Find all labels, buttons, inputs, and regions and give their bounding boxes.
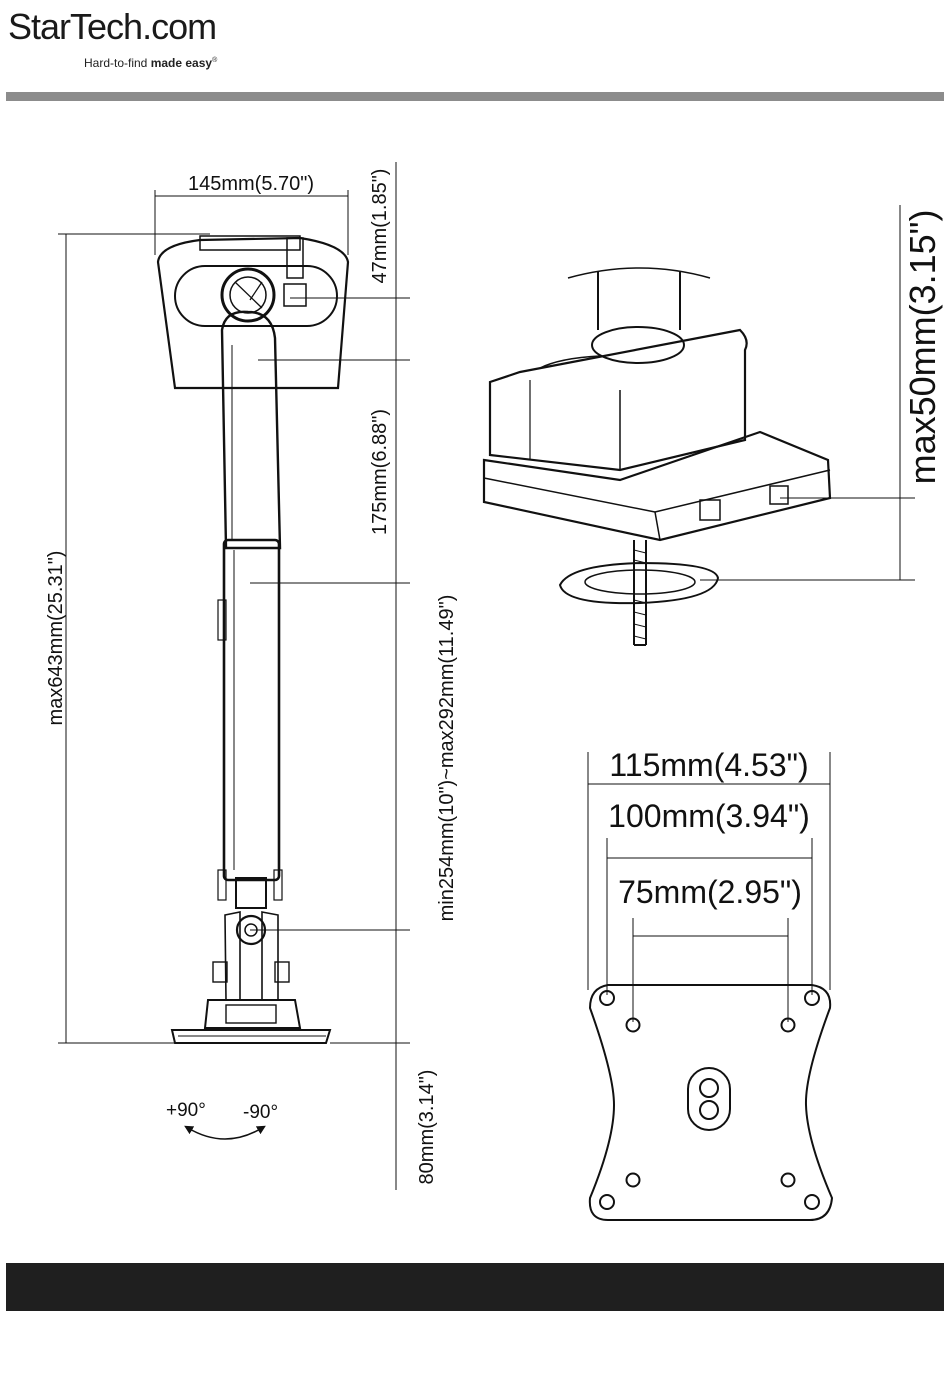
upper-arm-dimension-label: 175mm(6.88"): [369, 409, 391, 535]
total-height-dimension-label: max643mm(25.31"): [45, 551, 67, 726]
top-dimension-label: 47mm(1.85"): [369, 169, 391, 284]
vesa-mid-label: 100mm(3.94"): [608, 798, 810, 834]
base-dimension-label: 80mm(3.14"): [416, 1070, 438, 1185]
side-view-arm: [58, 162, 410, 1190]
footer-bar: [6, 1263, 944, 1311]
rotate-positive-label: +90°: [166, 1100, 206, 1121]
vesa-inner-label: 75mm(2.95"): [618, 874, 802, 910]
vesa-outer-label: 115mm(4.53"): [609, 747, 808, 783]
width-dimension-label: 145mm(5.70"): [188, 173, 314, 195]
rotate-negative-label: -90°: [243, 1102, 278, 1123]
clamp-view: [484, 205, 915, 645]
lower-arm-dimension-label: min254mm(10")~max292mm(11.49"): [436, 595, 458, 922]
clamp-thickness-label: max50mm(3.15"): [902, 210, 943, 485]
